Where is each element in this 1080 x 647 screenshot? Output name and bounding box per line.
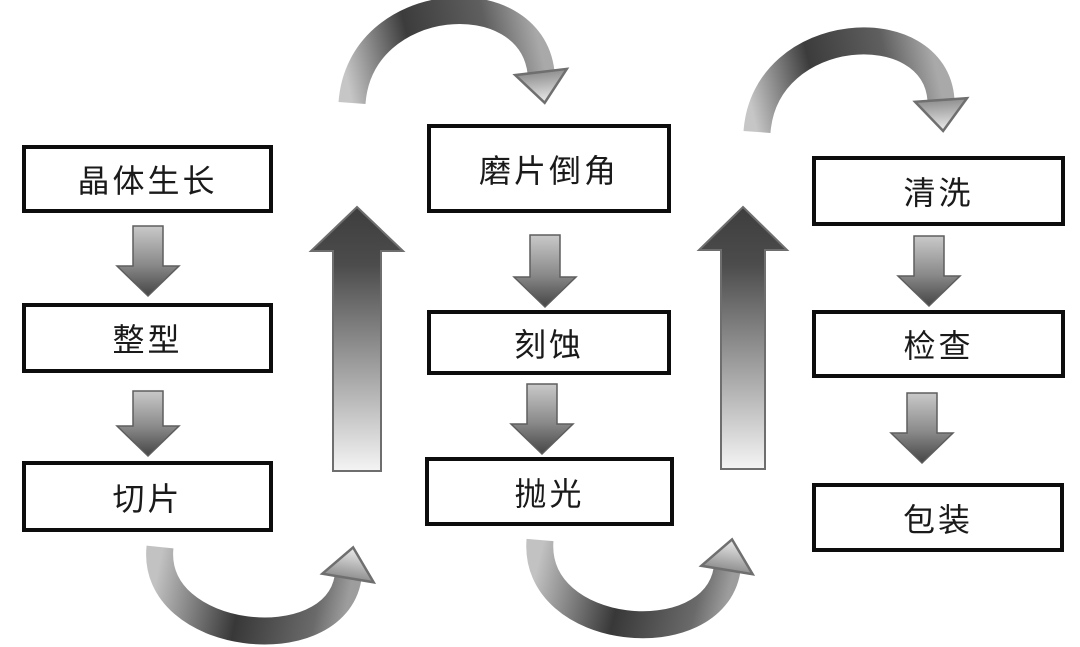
big-up-arrow-1 [308,205,406,472]
step-label: 切片 [112,480,183,517]
down-arrow-crystal-to-shaping [115,225,181,298]
big-up-arrow-2 [696,205,790,470]
step-label: 包装 [902,501,973,538]
bottom-curve-arrow-2 [526,537,756,639]
down-arrow-inspection-to-packaging [889,392,955,465]
step-label: 检查 [903,328,974,364]
step-box-packaging: 包装 [812,483,1064,552]
top-curve-arrow-2 [743,27,970,134]
top-curve-arrow-1 [338,0,570,105]
step-label: 抛光 [514,475,585,512]
bottom-curve-arrow-1 [146,545,377,645]
step-box-lapping-chamfer: 磨片倒角 [427,124,671,213]
step-label: 晶体生长 [77,163,218,199]
step-label: 磨片倒角 [478,152,619,189]
down-arrow-etching-to-polishing [509,383,575,456]
step-box-slicing: 切片 [22,461,273,532]
step-box-inspection: 检查 [812,310,1065,378]
down-arrow-lapping-to-etching [512,234,578,309]
step-label: 清洗 [903,175,974,211]
step-label: 刻蚀 [513,326,584,363]
down-arrow-shaping-to-slicing [115,390,181,458]
step-box-etching: 刻蚀 [427,310,671,375]
step-box-cleaning: 清洗 [812,156,1065,226]
step-label: 整型 [112,322,183,358]
step-box-polishing: 抛光 [425,457,674,526]
down-arrow-cleaning-to-inspection [896,235,962,308]
step-box-shaping: 整型 [22,303,273,373]
step-box-crystal-growth: 晶体生长 [22,145,273,213]
